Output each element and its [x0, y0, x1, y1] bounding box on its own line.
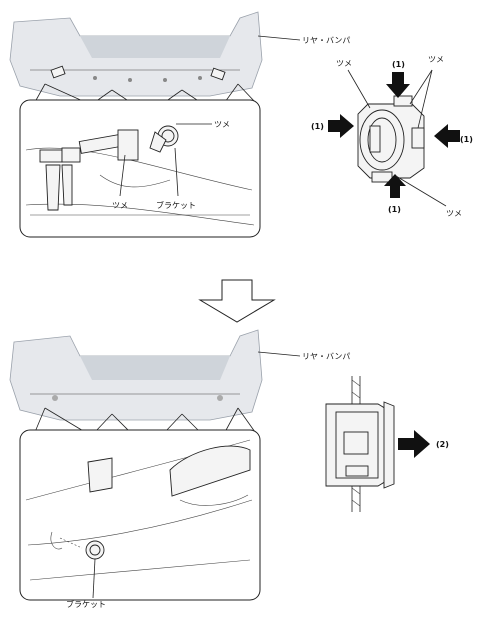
rear-bumper-bottom-illustration	[9, 329, 263, 421]
rear-bumper-top-illustration	[9, 11, 263, 97]
clip-side-detail	[325, 376, 395, 512]
claw-label-detail-bottom: ツメ	[446, 209, 462, 218]
rear-bumper-label-bottom: リヤ・バンパ	[302, 352, 350, 361]
detail-inset-top	[19, 99, 261, 238]
arrow-2	[398, 430, 430, 458]
claw-label-detail-right: ツメ	[428, 55, 444, 64]
marker-1-top: (1)	[392, 60, 405, 69]
down-arrow	[198, 279, 276, 323]
marker-1-right: (1)	[460, 135, 473, 144]
bracket-removed-detail	[25, 439, 253, 581]
bracket-label-inset-top: ブラケット	[156, 200, 196, 210]
marker-1-bottom: (1)	[388, 205, 401, 214]
marker-2: (2)	[436, 440, 449, 449]
claw-label-inset-top: ツメ	[214, 120, 230, 129]
bracket-label-inset-bottom: ブラケット	[66, 599, 106, 609]
arrow-1-right	[434, 124, 460, 148]
callout-lines-bottom	[34, 407, 256, 433]
claw-label-inset-bottom: ツメ	[112, 201, 128, 210]
arrow-1-top	[386, 72, 410, 98]
arrow-1-left	[328, 114, 354, 138]
clip-claw-detail	[357, 95, 425, 183]
marker-1-left: (1)	[311, 122, 324, 131]
rear-bumper-label-top: リヤ・バンパ	[302, 36, 350, 45]
arrow-1-bottom	[384, 174, 406, 198]
claw-label-detail-left: ツメ	[336, 59, 352, 68]
